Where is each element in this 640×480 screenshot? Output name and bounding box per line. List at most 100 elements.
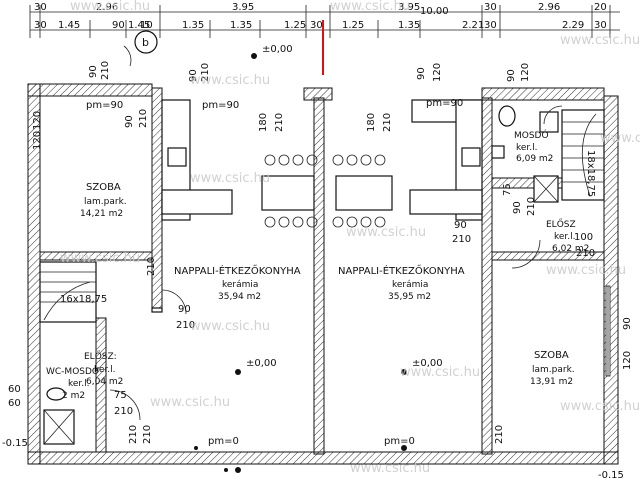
dim-90: 90 xyxy=(112,20,125,31)
open-210-d: 210 xyxy=(382,113,393,132)
open-210-l: 210 xyxy=(128,425,139,444)
dim-1-45-a: 1.45 xyxy=(58,20,80,31)
dim-20: 20 xyxy=(594,2,607,13)
open-90-b: 90 xyxy=(188,69,199,82)
open-210-e: 210 xyxy=(138,109,149,128)
level-left: ±0,00 xyxy=(246,358,277,369)
outer-walls xyxy=(27,83,619,465)
open-120-b: 120 xyxy=(520,63,531,82)
dim-1-35-a: 1.35 xyxy=(182,20,204,31)
parapet-2: pm=90 xyxy=(202,100,239,111)
dim-30-b: 30 xyxy=(34,20,47,31)
open-90-i: 90 xyxy=(622,317,633,330)
room-szoba-1-area: 14,21 m2 xyxy=(80,209,123,219)
dim-1-25-b: 1.25 xyxy=(342,20,364,31)
room-szoba-1-name: SZOBA xyxy=(86,182,121,193)
dining-left xyxy=(261,154,318,228)
open-120-e: 120 xyxy=(32,131,43,150)
open-210-k: 210 xyxy=(114,406,133,417)
open-90-h: 90 xyxy=(512,201,523,214)
open-210-j: 210 xyxy=(576,248,595,259)
dim-10: 10 xyxy=(140,20,153,31)
watermark-7: www.csic.hu xyxy=(346,225,426,240)
room-elosz-left-name: ELŐSZ: xyxy=(84,351,117,362)
dim-top-2-96: 2.96 xyxy=(96,2,118,13)
room-nappali-2-finish: kerámia xyxy=(392,280,428,290)
section-marker: b xyxy=(134,30,158,54)
dim-30-e: 30 xyxy=(484,20,497,31)
open-210-f: 210 xyxy=(146,257,157,276)
dim-2-29: 2.29 xyxy=(562,20,584,31)
open-210-i: 210 xyxy=(526,197,537,216)
watermark-6: www.csic.hu xyxy=(60,251,140,266)
dim-1-35-c: 1.35 xyxy=(398,20,420,31)
dim-top-3-95-b: 3.95 xyxy=(398,2,420,13)
room-elosz-right-finish: ker.l. xyxy=(554,232,576,242)
parapet-1: pm=90 xyxy=(86,100,123,111)
watermarks: www.csic.hu www.csic.hu www.csic.hu www.… xyxy=(60,0,640,476)
watermark-9: www.csic.hu xyxy=(190,319,270,334)
door-swings xyxy=(109,45,563,421)
open-75-b: 75 xyxy=(114,390,127,401)
dim-top-2-96-b: 2.96 xyxy=(538,2,560,13)
room-wc-finish: ker.l. xyxy=(68,379,90,389)
open-75-a: 75 xyxy=(502,183,513,196)
opening-dims: 90 210 90 210 180 210 180 210 90 120 90 … xyxy=(8,61,633,444)
open-60-b: 60 xyxy=(8,398,21,409)
room-nappali-1-area: 35,94 m2 xyxy=(218,292,261,302)
level-labels: ±0,00 ±0,00 ±0,00 -0.15 -0.15 pm=90 pm=9… xyxy=(2,44,624,480)
room-nappali-2-name: NAPPALI-ÉTKEZŐKONYHA xyxy=(338,263,465,277)
level-markers xyxy=(194,53,407,473)
dim-top-10-00: 10.00 xyxy=(420,6,449,17)
room-nappali-2-area: 35,95 m2 xyxy=(388,292,431,302)
inner-walls xyxy=(39,87,605,455)
stair-left xyxy=(39,261,97,323)
open-120-d: 120 xyxy=(32,111,43,130)
open-100: 100 xyxy=(574,232,593,243)
watermark-11: www.csic.hu xyxy=(150,395,230,410)
room-elosz-right-area: 6,02 m2 xyxy=(552,244,589,254)
dim-1-45-b: 1.45 xyxy=(128,20,150,31)
parapet-4: pm=0 xyxy=(208,436,239,447)
watermark-4: www.csic.hu xyxy=(190,171,270,186)
open-180-b: 180 xyxy=(366,113,377,132)
section-marker-label: b xyxy=(142,36,149,49)
room-wc-name: WC-MOSDÓ xyxy=(46,365,99,377)
room-szoba-2-name: SZOBA xyxy=(534,350,569,361)
open-210-g: 210 xyxy=(176,320,195,331)
stair-right xyxy=(561,109,605,201)
open-120-a: 120 xyxy=(432,63,443,82)
dim-30-f: 30 xyxy=(594,20,607,31)
watermark-0: www.csic.hu xyxy=(70,0,150,14)
kitchen-counters xyxy=(161,99,483,221)
open-120-c: 120 xyxy=(622,351,633,370)
stair-label-right: 18x18,75 xyxy=(585,150,596,197)
watermark-1: www.csic.hu xyxy=(330,0,410,14)
dim-1-35-b: 1.35 xyxy=(230,20,252,31)
dim-30-c: 30 xyxy=(310,20,323,31)
room-nappali-1-finish: kerámia xyxy=(222,280,258,290)
stair-label-left: 16x18,75 xyxy=(60,294,107,305)
dim-2-21: 2.21 xyxy=(462,20,484,31)
room-labels: SZOBA lam.park. 14,21 m2 NAPPALI-ÉTKEZŐK… xyxy=(46,129,589,401)
parapet-3: pm=90 xyxy=(426,98,463,109)
dim-30-d: 30 xyxy=(484,2,497,13)
window-right xyxy=(605,285,611,377)
parapet-5: pm=0 xyxy=(384,436,415,447)
dim-top-3-95-a: 3.95 xyxy=(232,2,254,13)
open-90-g: 90 xyxy=(454,220,467,231)
open-90-a: 90 xyxy=(88,65,99,78)
open-210-m: 210 xyxy=(142,425,153,444)
level-minus-right: -0.15 xyxy=(598,470,624,480)
open-60-a: 60 xyxy=(8,384,21,395)
watermark-10: www.csic.hu xyxy=(400,365,480,380)
room-szoba-2-finish: lam.park. xyxy=(532,365,575,375)
open-210-a: 210 xyxy=(100,61,111,80)
room-elosz-left-area: 6,04 m2 xyxy=(86,377,123,387)
level-minus-left: -0.15 xyxy=(2,438,28,449)
dim-1-25-a: 1.25 xyxy=(284,20,306,31)
watermark-5: www.csic.hu xyxy=(600,131,640,146)
dim-30-a: 30 xyxy=(34,2,47,13)
room-elosz-left-finish: ker.l. xyxy=(94,365,116,375)
